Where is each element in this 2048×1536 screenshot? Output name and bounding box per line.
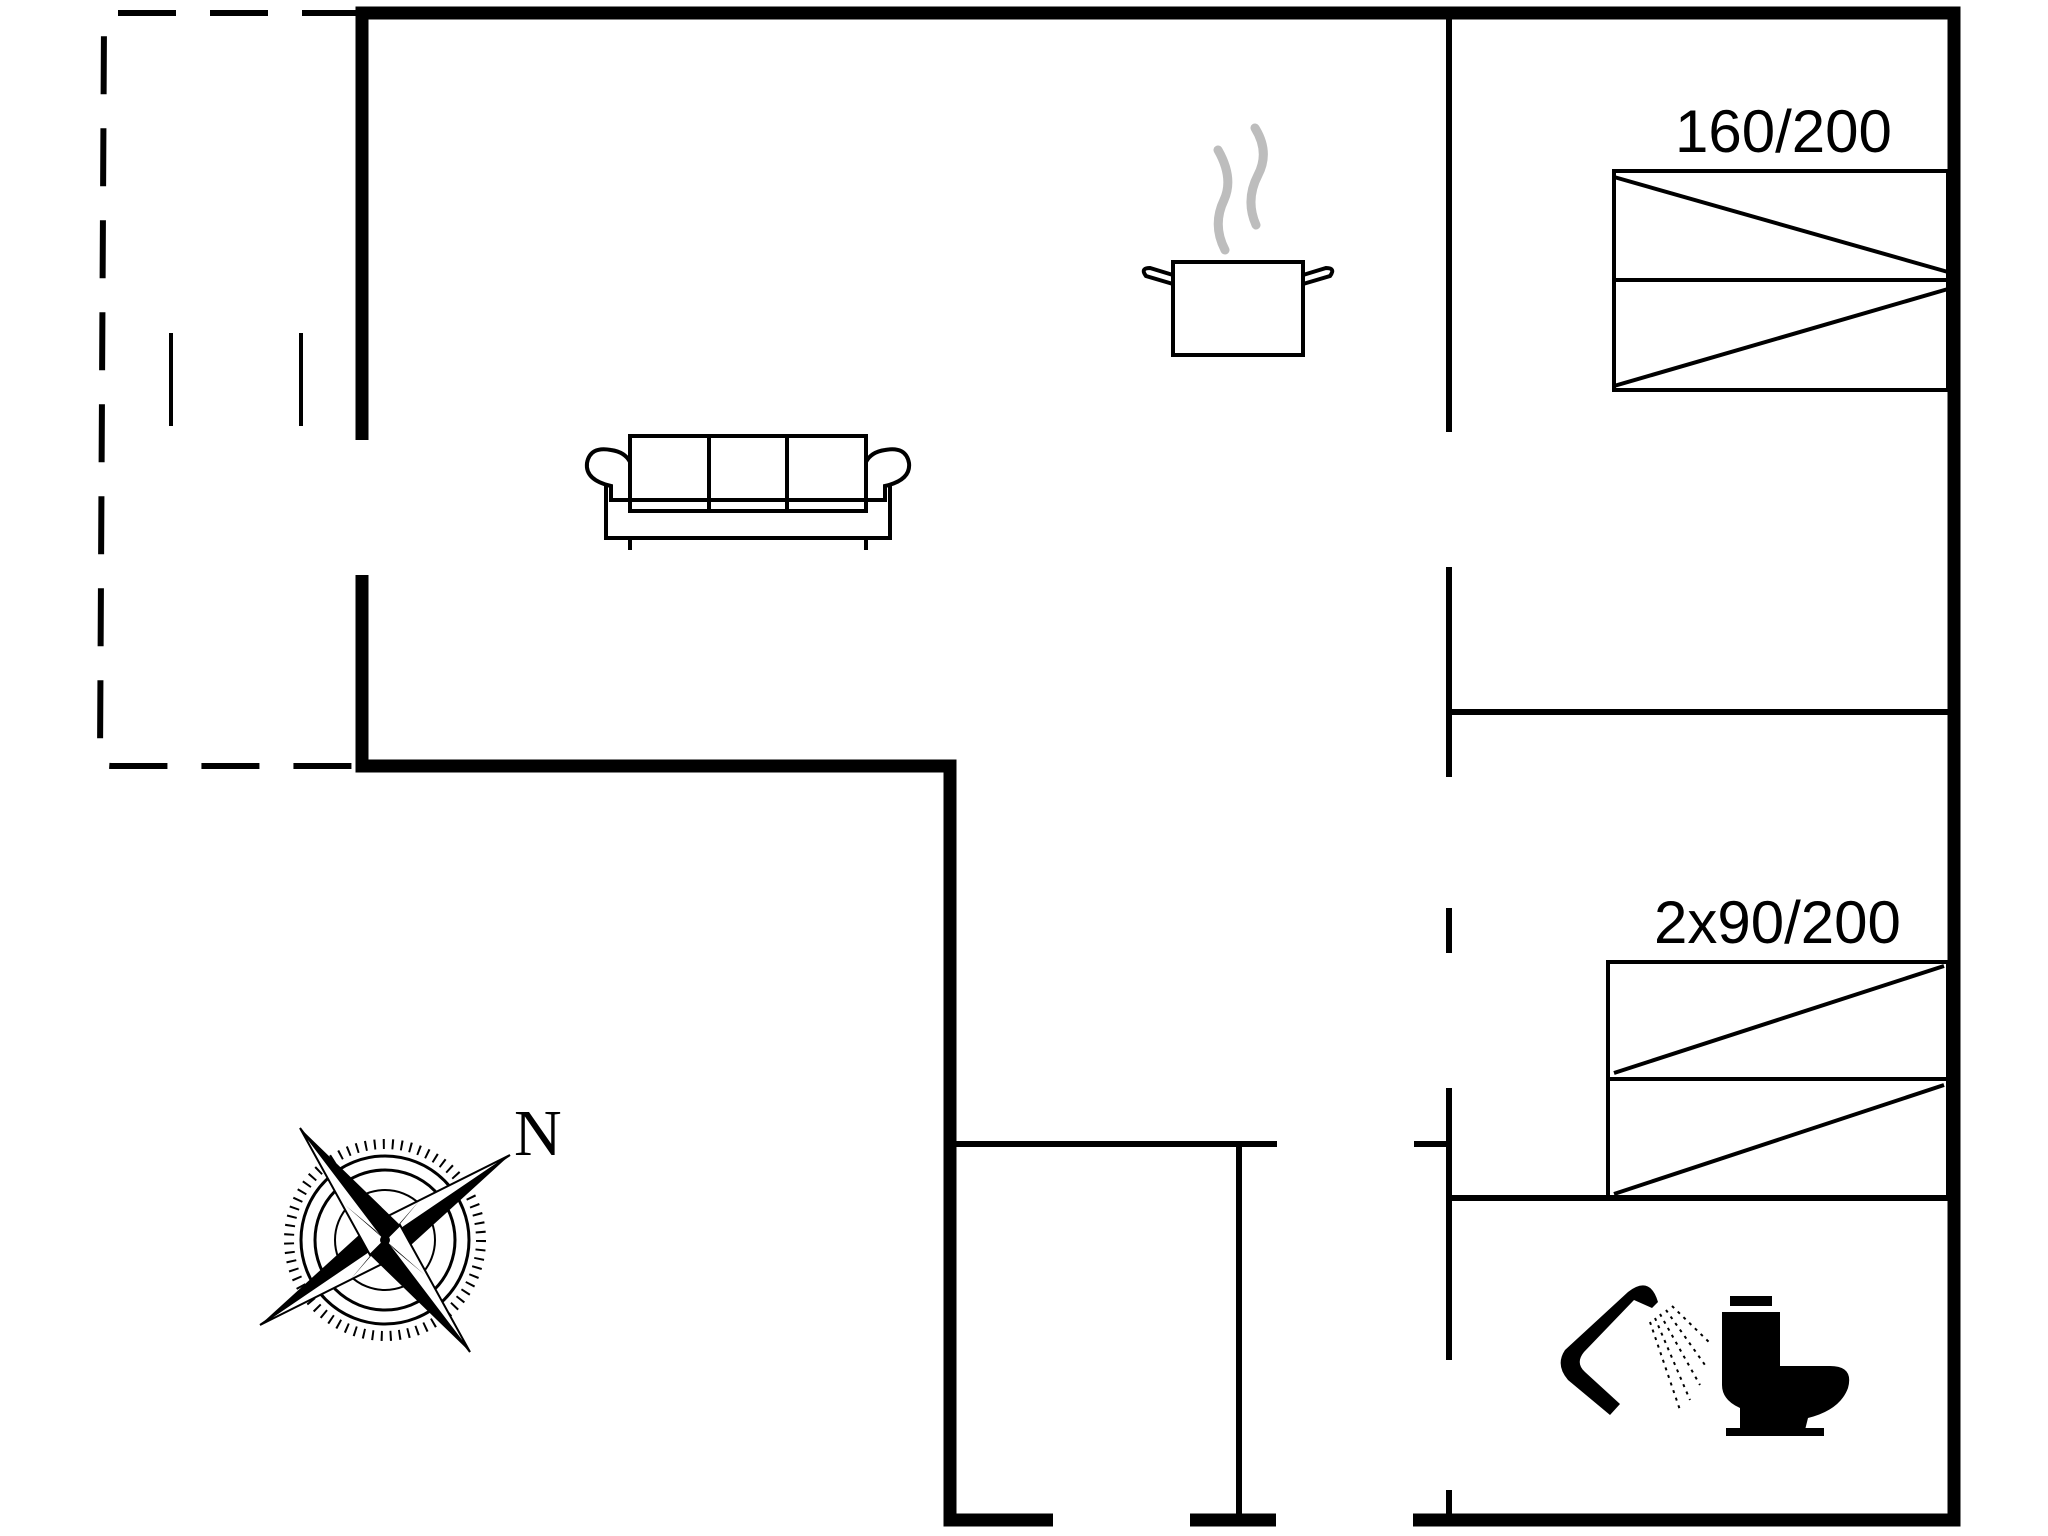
sofa-icon: [584, 434, 912, 550]
bed-label-160-200: 160/200: [1675, 98, 1892, 165]
compass-rose-icon: [259, 1127, 511, 1353]
terrace-outline: [96, 10, 360, 769]
toilet-icon: [1722, 1296, 1850, 1436]
cooking-pot-icon: [1141, 123, 1335, 357]
compass-north-label: N: [514, 1097, 562, 1170]
exterior-walls: [355, 6, 1961, 1527]
double-bed-icon: [1612, 169, 1950, 392]
interior-walls: [950, 13, 1954, 1520]
twin-beds-icon: [1606, 960, 1950, 1200]
shower-icon: [1560, 1285, 1713, 1415]
bed-label-2x90-200: 2x90/200: [1654, 889, 1901, 956]
